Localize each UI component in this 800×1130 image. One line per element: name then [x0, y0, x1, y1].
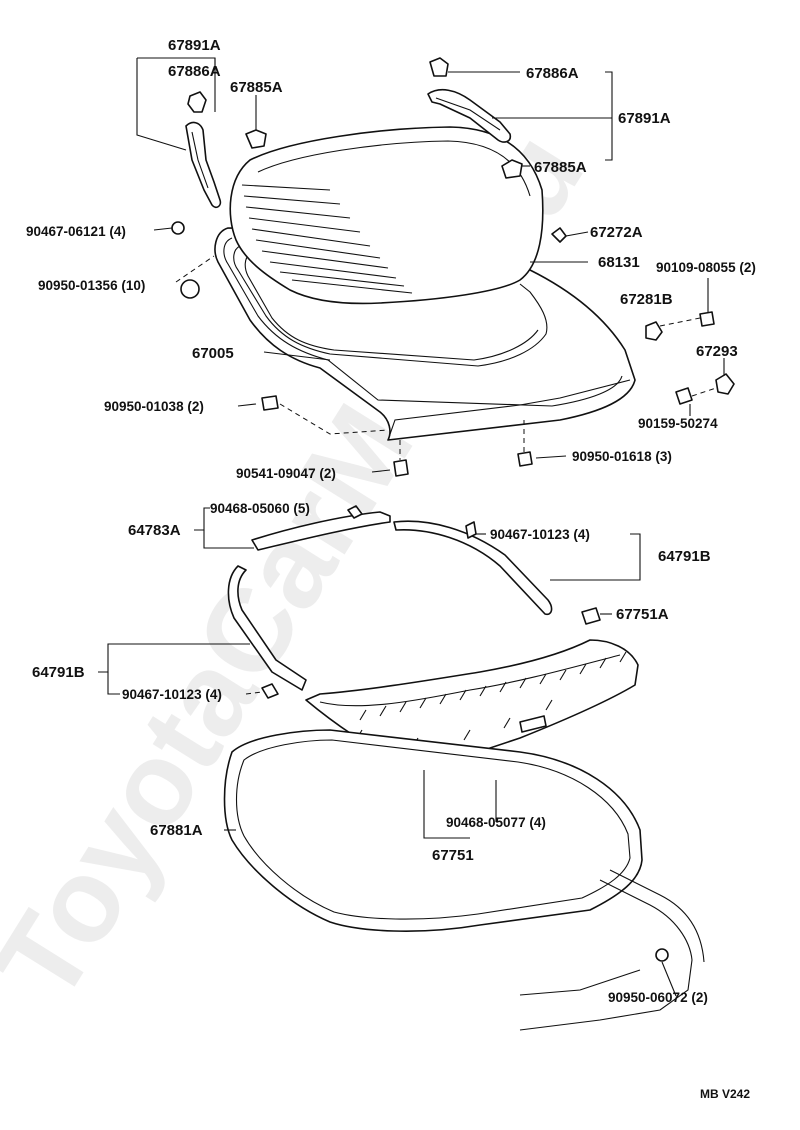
- weatherstrip-64783a: [251, 505, 391, 551]
- label-90950-01038: 90950-01038 (2): [104, 399, 204, 414]
- label-67751: 67751: [432, 847, 474, 864]
- label-90950-06072: 90950-06072 (2): [608, 990, 708, 1005]
- label-90468-05077: 90468-05077 (4): [446, 815, 546, 830]
- label-67881a: 67881A: [150, 822, 203, 839]
- label-67886a-right: 67886A: [526, 65, 579, 82]
- label-90467-10123-right: 90467-10123 (4): [490, 527, 590, 542]
- label-67891a-right: 67891A: [618, 110, 671, 127]
- label-67885a-left: 67885A: [230, 79, 283, 96]
- leader-lines-upper: [136, 57, 725, 473]
- label-90467-06121: 90467-06121 (4): [26, 224, 126, 239]
- label-67891a-left: 67891A: [168, 37, 221, 54]
- side-molding-left: [227, 565, 307, 699]
- small-parts-upper: [180, 227, 735, 477]
- label-67885a-right: 67885A: [534, 159, 587, 176]
- part-labels: 67891A 67886A 67885A 67886A 67891A 67885…: [26, 37, 756, 1101]
- label-64783a: 64783A: [128, 522, 181, 539]
- label-90159-50274: 90159-50274: [638, 416, 718, 431]
- label-90109-08055: 90109-08055 (2): [656, 260, 756, 275]
- label-90467-10123-left: 90467-10123 (4): [122, 687, 222, 702]
- label-68131: 68131: [598, 254, 640, 271]
- leader-lines-lower: [98, 507, 677, 997]
- label-90950-01618: 90950-01618 (3): [572, 449, 672, 464]
- label-90468-05060: 90468-05060 (5): [210, 501, 310, 516]
- label-67751a: 67751A: [616, 606, 669, 623]
- diagram-code: MB V242: [700, 1087, 750, 1101]
- label-67886a-left: 67886A: [168, 63, 221, 80]
- label-90541-09047: 90541-09047 (2): [236, 466, 336, 481]
- side-molding-right: [393, 520, 553, 616]
- label-67281b: 67281B: [620, 291, 673, 308]
- label-90950-01356: 90950-01356 (10): [38, 278, 145, 293]
- right-hinge-assembly: [427, 57, 523, 179]
- label-64791b-right: 64791B: [658, 548, 711, 565]
- left-hinge-assembly: [171, 91, 267, 235]
- weatherstrip-67881a: [223, 729, 643, 932]
- label-67272a: 67272A: [590, 224, 643, 241]
- label-64791b-left: 64791B: [32, 664, 85, 681]
- back-window-glass: [229, 126, 544, 305]
- label-67005: 67005: [192, 345, 234, 362]
- body-opening: [519, 869, 705, 1031]
- label-67293: 67293: [696, 343, 738, 360]
